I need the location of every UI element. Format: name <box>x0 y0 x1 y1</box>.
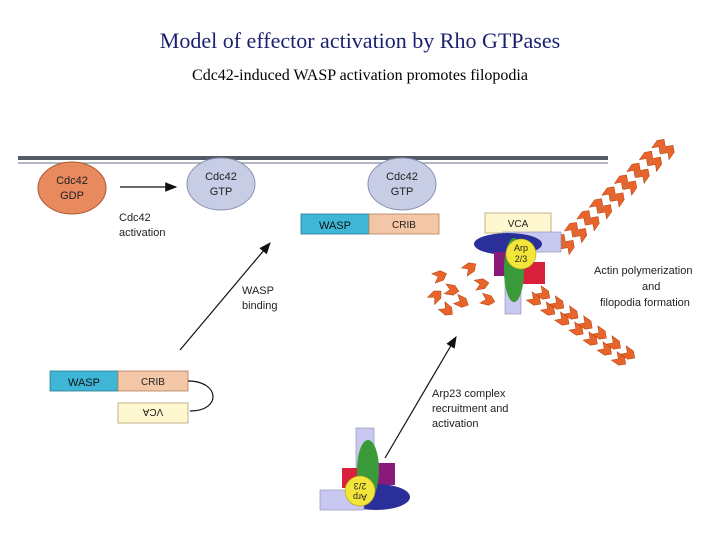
wasp-domain-inactive-label: WASP <box>68 377 100 389</box>
vca-domain-inactive-label: VCA <box>142 406 163 417</box>
actin-monomer <box>479 292 496 306</box>
diagram-subtitle: Cdc42-induced WASP activation promotes f… <box>192 67 528 84</box>
actin-subunit <box>588 198 604 214</box>
actin-monomer <box>426 290 442 306</box>
arp-inv-label-line1: Arp <box>353 492 367 502</box>
actin-subunit <box>638 150 654 167</box>
arp23-recruitment-label-line2: recruitment and <box>432 403 508 415</box>
arp-label-line1: Arp <box>514 243 528 253</box>
actin-filaments <box>426 138 675 366</box>
wasp-domain-active-label: WASP <box>319 220 351 232</box>
crib-domain-inactive-label: CRIB <box>141 377 165 388</box>
autoinhibition-loop <box>187 380 214 412</box>
actin-monomer <box>452 294 469 308</box>
cdc42-gtp-bound-label-line2: GTP <box>391 186 414 198</box>
arp-label-line2: 2/3 <box>515 254 528 264</box>
arp-inv-yellow-subunit <box>344 475 376 507</box>
actin-subunit <box>622 180 638 196</box>
cdc42-gdp-node <box>37 161 107 215</box>
actin-subunit <box>577 315 593 330</box>
crib-domain-active-label: CRIB <box>392 220 416 231</box>
wasp-binding-label-line2: binding <box>242 300 277 312</box>
actin-subunit <box>548 295 565 310</box>
cdc42-gdp-label-line2: GDP <box>60 190 84 202</box>
cdc42-gtp-label-line2: GTP <box>210 186 233 198</box>
cdc42-gdp-label-line1: Cdc42 <box>56 175 88 187</box>
diagram-title: Model of effector activation by Rho GTPa… <box>159 28 561 53</box>
actin-subunit <box>626 162 641 178</box>
arp23-complex-inactive: Arp 2/3 <box>319 427 410 511</box>
actin-label-line1: Actin polymerization <box>594 265 692 277</box>
actin-subunit <box>605 335 621 350</box>
vca-domain-active-label: VCA <box>508 219 529 230</box>
cdc42-activation-label-line2: activation <box>119 227 165 239</box>
arp23-complex-active: Arp 2/3 <box>474 231 562 315</box>
actin-subunit <box>585 216 600 232</box>
cdc42-gtp-bound-node <box>367 157 437 211</box>
wasp-binding-label-line1: WASP <box>242 285 274 297</box>
actin-label-line2: and <box>642 281 660 293</box>
actin-monomer <box>431 270 447 284</box>
actin-subunit <box>660 144 675 161</box>
actin-subunit <box>647 156 663 173</box>
actin-monomer <box>437 301 453 316</box>
actin-subunit <box>563 305 579 320</box>
crib-domain-active <box>368 213 440 235</box>
arp23-recruitment-label-line3: activation <box>432 418 478 430</box>
actin-subunit <box>613 174 629 190</box>
cdc42-activation-label-line1: Cdc42 <box>119 212 151 224</box>
actin-subunit <box>651 138 666 155</box>
cdc42-gtp-label-line1: Cdc42 <box>205 171 237 183</box>
arp-yellow-subunit <box>505 238 537 270</box>
actin-subunit <box>576 210 591 226</box>
actin-subunit <box>560 239 575 256</box>
arp23-recruitment-label-line1: Arp23 complex <box>432 388 506 400</box>
actin-subunit <box>534 285 551 300</box>
actin-subunit <box>597 204 613 220</box>
actin-subunit <box>610 192 625 208</box>
arp-inv-label-line2: 2/3 <box>354 481 367 491</box>
actin-label-line3: filopodia formation <box>600 297 690 309</box>
arp23-recruitment-arrow <box>384 335 457 459</box>
actin-monomer <box>443 283 460 296</box>
actin-subunit <box>563 222 579 238</box>
actin-subunit <box>601 186 616 202</box>
actin-monomer <box>473 278 490 291</box>
actin-monomer <box>460 262 477 277</box>
actin-subunit <box>591 325 607 340</box>
actin-subunit <box>572 228 588 244</box>
actin-subunit <box>619 345 636 360</box>
vca-domain-inactive <box>117 402 189 424</box>
cdc42-gtp-bound-label-line1: Cdc42 <box>386 171 418 183</box>
actin-subunit <box>635 168 650 184</box>
wasp-binding-arrow <box>179 242 271 351</box>
arp-inv-magenta-subunit <box>377 463 395 485</box>
cdc42-gtp-node <box>186 157 256 211</box>
